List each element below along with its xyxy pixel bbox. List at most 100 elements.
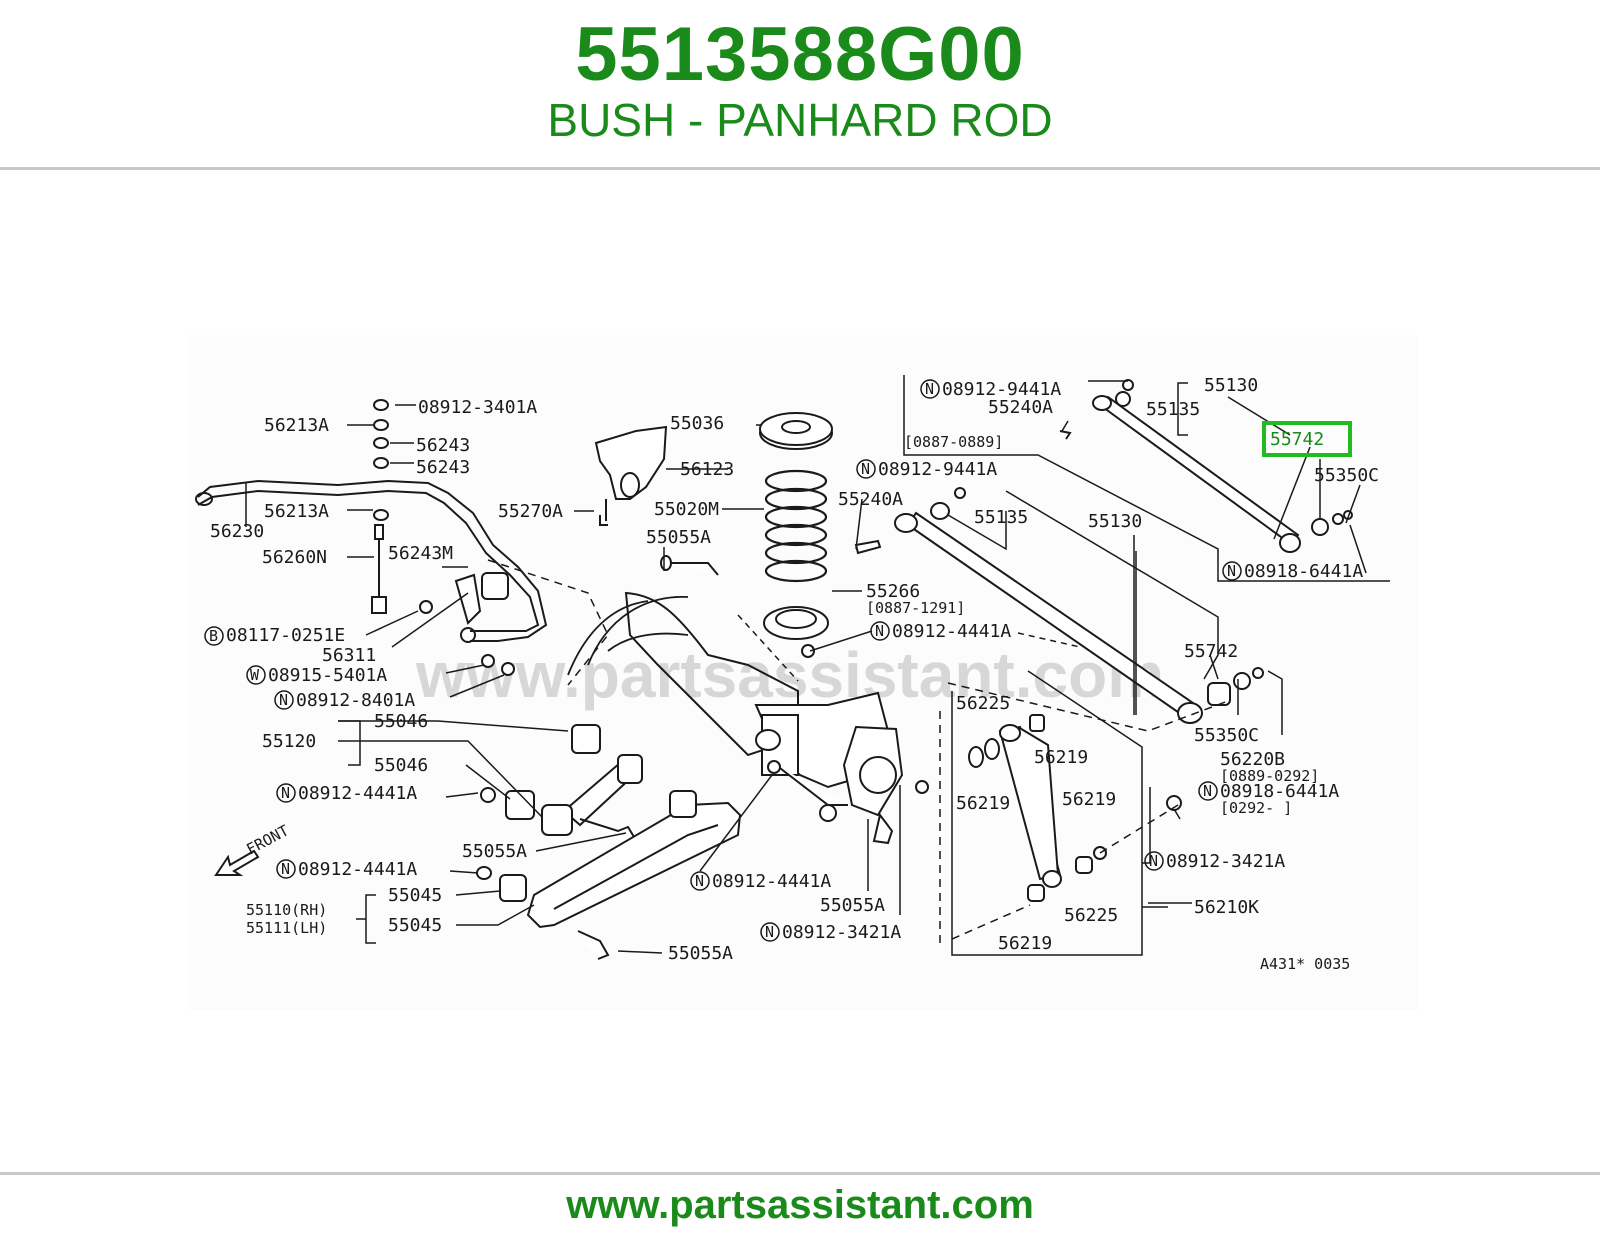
- callout-56219: 56219: [1034, 747, 1088, 768]
- callout-56225: 56225: [956, 693, 1010, 714]
- part-name-subtitle: BUSH - PANHARD ROD: [547, 94, 1053, 146]
- callout-08912-4441A: 08912-4441A: [298, 783, 417, 804]
- callout-55350C: 55350C: [1314, 465, 1379, 486]
- stabilizer-leader-lines: [245, 404, 505, 698]
- callout-08912-3421A: 08912-3421A: [1166, 851, 1285, 872]
- nut-n-icon: [856, 459, 876, 479]
- callout-08912-4441A: 08912-4441A: [712, 871, 831, 892]
- callout-56219: 56219: [998, 933, 1052, 954]
- nut-n-icon: [870, 621, 890, 641]
- bolt-b-letter: B: [209, 627, 218, 645]
- nut-n-letter: N: [1203, 782, 1212, 800]
- part-number-title: 5513588G00: [575, 12, 1025, 97]
- nut-n-letter: N: [875, 622, 884, 640]
- callout-56213A: 56213A: [264, 501, 329, 522]
- callout-56225: 56225: [1064, 905, 1118, 926]
- callout-56243M: 56243M: [388, 543, 453, 564]
- callout-55045: 55045: [388, 915, 442, 936]
- callout-55130: 55130: [1088, 511, 1142, 532]
- callout-55110-rh: 55110(RH): [246, 901, 327, 919]
- nut-n-letter: N: [1149, 852, 1158, 870]
- callout-date-0887-1291: [0887-1291]: [866, 599, 965, 617]
- callout-55055A: 55055A: [462, 841, 527, 862]
- callout-56123: 56123: [680, 459, 734, 480]
- callout-56210K: 56210K: [1194, 897, 1259, 918]
- spring-upper-seat: [759, 412, 833, 450]
- nut-n-letter: N: [279, 691, 288, 709]
- callout-56213A: 56213A: [264, 415, 329, 436]
- callout-55130: 55130: [1204, 375, 1258, 396]
- bolt-b-icon: [204, 626, 224, 646]
- callout-55055A: 55055A: [668, 943, 733, 964]
- callout-date-0887-0889: [0887-0889]: [904, 433, 1003, 451]
- callout-55270A: 55270A: [498, 501, 563, 522]
- callout-08912-8401A: 08912-8401A: [296, 690, 415, 711]
- highlight-box[interactable]: [1262, 421, 1352, 457]
- knuckle-assembly: [624, 591, 904, 822]
- callout-55266: 55266: [866, 581, 920, 602]
- callout-08912-4441A: 08912-4441A: [298, 859, 417, 880]
- stabilizer-dashed-guide: [487, 559, 609, 686]
- callout-55055A: 55055A: [820, 895, 885, 916]
- callout-55020M: 55020M: [654, 499, 719, 520]
- callout-date-0889-0292: [0889-0292]: [1220, 767, 1319, 785]
- exploded-parts-diagram: www.partsassistant.com: [188, 335, 1418, 1010]
- callout-08918-6441A: 08918-6441A: [1244, 561, 1363, 582]
- callout-08912-4441A: 08912-4441A: [892, 621, 1011, 642]
- watermark-text: www.partsassistant.com: [415, 639, 1164, 711]
- callout-56230: 56230: [210, 521, 264, 542]
- callout-date-0292: [0292- ]: [1220, 799, 1292, 817]
- callout-56219: 56219: [1062, 789, 1116, 810]
- callout-55111-lh: 55111(LH): [246, 919, 327, 937]
- callout-08117-0251E: 08117-0251E: [226, 625, 345, 646]
- callout-08918-6441A: 08918-6441A: [1220, 781, 1339, 802]
- callout-55036: 55036: [670, 413, 724, 434]
- nut-n-letter: N: [1227, 562, 1236, 580]
- callout-55120: 55120: [262, 731, 316, 752]
- nut-n-letter: N: [861, 460, 870, 478]
- upper-link-arm: [480, 724, 643, 844]
- callout-08912-3421A: 08912-3421A: [782, 922, 901, 943]
- footer-divider: [0, 1172, 1600, 1175]
- callout-56220B: 56220B: [1220, 749, 1285, 770]
- callout-55742: 55742: [1184, 641, 1238, 662]
- stabilizer-bushing: [454, 572, 509, 625]
- header-divider: [0, 167, 1600, 170]
- callout-55742-highlighted[interactable]: 55742: [1270, 429, 1324, 450]
- callout-08912-9441A: 08912-9441A: [942, 379, 1061, 400]
- coil-spring: [764, 469, 828, 583]
- washer-w-icon: [246, 665, 266, 685]
- callout-55135: 55135: [1146, 399, 1200, 420]
- callout-56311: 56311: [322, 645, 376, 666]
- callout-55135: 55135: [974, 507, 1028, 528]
- callout-55240A: 55240A: [988, 397, 1053, 418]
- nut-n-icon: [920, 379, 940, 399]
- callout-55046: 55046: [374, 755, 428, 776]
- washer-w-letter: W: [250, 666, 260, 684]
- callout-56243: 56243: [416, 457, 470, 478]
- footer-website-link[interactable]: www.partsassistant.com: [566, 1183, 1034, 1227]
- front-arrow-icon: [214, 849, 260, 876]
- shock-box-outline: [939, 670, 1179, 956]
- axle-bracket: [594, 425, 668, 526]
- nut-n-icon: [276, 859, 296, 879]
- callout-labels: 08912-3401A 56213A 56243 56243 56213A 56…: [204, 375, 1379, 973]
- callout-55046: 55046: [374, 711, 428, 732]
- callout-08912-9441A: 08912-9441A: [878, 459, 997, 480]
- nut-n-icon: [690, 871, 710, 891]
- figure-code: A431* 0035: [1260, 955, 1350, 973]
- shock-mount-bolts: [605, 499, 894, 845]
- nut-n-letter: N: [281, 784, 290, 802]
- panhard-rod-detail: [1059, 379, 1353, 553]
- nut-n-icon: [276, 783, 296, 803]
- stabilizer-bar: [195, 479, 548, 643]
- panhard-rod-main: [854, 487, 1264, 724]
- callout-55055A: 55055A: [646, 527, 711, 548]
- spring-lower-seat: [763, 606, 829, 640]
- panhard-bracket-lines: [903, 375, 1390, 582]
- callout-08912-3401A: 08912-3401A: [418, 397, 537, 418]
- shock-absorber: [915, 714, 1182, 902]
- callout-08915-5401A: 08915-5401A: [268, 665, 387, 686]
- callout-55045: 55045: [388, 885, 442, 906]
- brake-backing-plate: [567, 596, 689, 676]
